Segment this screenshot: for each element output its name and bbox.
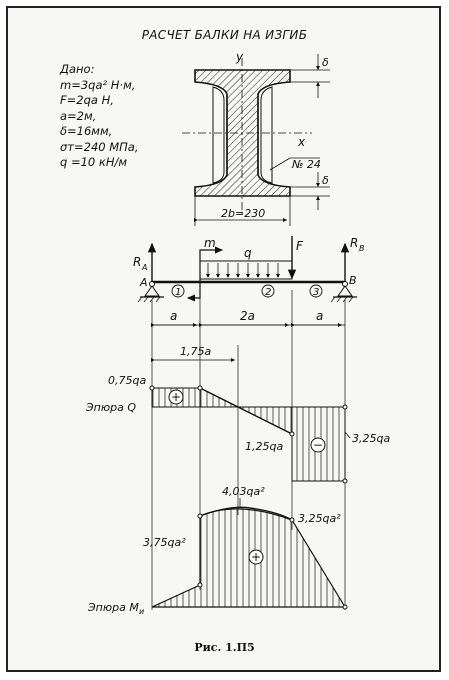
reaction-B-label: R xyxy=(350,236,358,250)
shear-325-label: 3,25qa xyxy=(352,432,390,445)
given-line-sigma: σт=240 МПа, xyxy=(60,139,139,154)
beam-scheme: q m F R A R B A B 1 2 3 xyxy=(133,236,365,303)
dim-a2-label: a xyxy=(316,309,323,323)
moment-plus-sign: + xyxy=(251,550,261,564)
zone-2-label: 2 xyxy=(265,287,271,298)
width-label: 2b=230 xyxy=(221,207,265,220)
support-A xyxy=(144,285,160,297)
given-heading: Дано: xyxy=(60,62,95,76)
given-data-block: Дано: m=3qa² Н·м, F=2qa Н, a=2м, δ=16мм,… xyxy=(60,62,139,171)
given-line-m: m=3qa² Н·м, xyxy=(60,77,136,92)
given-line-delta: δ=16мм, xyxy=(60,124,113,138)
moment-m-arrow xyxy=(199,246,224,282)
point-B-label: B xyxy=(349,274,357,287)
shear-diagram-label: Эпюра Q xyxy=(85,401,136,414)
shear-075-label: 0,75qa xyxy=(108,374,146,387)
axis-y-label: y xyxy=(235,50,244,64)
delta-bottom-label: δ xyxy=(322,174,329,187)
reaction-A-sub: A xyxy=(141,263,147,272)
given-line-F: F=2qa Н, xyxy=(60,93,114,107)
force-F-label: F xyxy=(296,239,304,253)
moment-diagram-sub: и xyxy=(139,607,144,616)
axis-x-label: x xyxy=(297,135,306,149)
figure-caption: Рис. 1.П5 xyxy=(194,641,255,654)
zone-3-label: 3 xyxy=(313,287,319,298)
reaction-A-label: R xyxy=(133,255,141,269)
point-A-label: A xyxy=(139,276,148,289)
given-line-q: q =10 кН/м xyxy=(60,155,128,169)
zone-1-label: 1 xyxy=(175,287,181,298)
dim-175a-label: 1,75a xyxy=(180,345,211,358)
delta-top-label: δ xyxy=(322,56,329,69)
shear-minus-sign: − xyxy=(313,438,323,452)
moment-375-label: 3,75qa² xyxy=(143,536,186,549)
dim-a1-label: a xyxy=(170,309,177,323)
support-B xyxy=(337,285,353,297)
shear-plus-sign: + xyxy=(171,390,181,404)
load-q-label: q xyxy=(244,246,252,260)
profile-number-label: № 24 xyxy=(291,158,321,171)
moment-m-label: m xyxy=(204,236,216,250)
moment-diagram-label: Эпюра M xyxy=(87,601,139,614)
given-line-a: a=2м, xyxy=(60,108,97,123)
shear-125-label: 1,25qa xyxy=(245,440,283,453)
moment-diagram: + xyxy=(151,506,348,610)
moment-325-label: 3,25qa² xyxy=(298,512,341,525)
shear-diagram: + − xyxy=(149,385,348,484)
figure-title: РАСЧЕТ БАЛКИ НА ИЗГИБ xyxy=(141,28,308,42)
moment-403-label: 4,03qa² xyxy=(222,485,265,498)
reaction-B-sub: B xyxy=(359,244,365,253)
dim-2a-label: 2a xyxy=(240,309,255,323)
